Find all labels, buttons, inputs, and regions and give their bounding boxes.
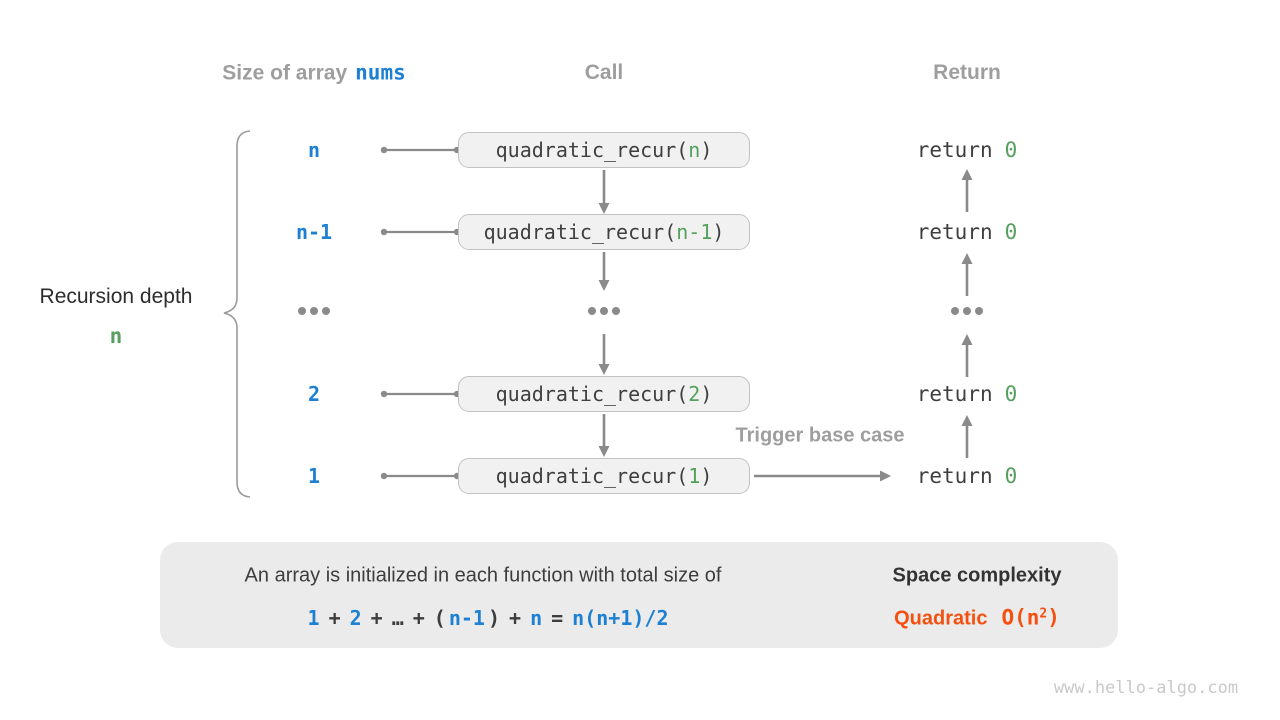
formula-token: n-1 [448,606,485,630]
call-box-1-text: quadratic_recur(1) [495,464,713,488]
recursion-depth-label: Recursion depth [39,285,193,308]
summary-formula: 1 + 2 + … + ( n-1 ) + n = n(n+1)/2 [308,606,669,630]
call-box-n-1-text: quadratic_recur(n-1) [483,220,725,244]
call-box-n-text: quadratic_recur(n) [495,138,713,162]
watermark: www.hello-algo.com [1053,678,1239,698]
size-label-n: n [307,138,321,162]
formula-token: n [530,606,543,630]
header-call-text: Call [584,61,624,84]
formula-token: 1 [307,606,320,630]
call-box-n: quadratic_recur(n) [458,132,750,168]
formula-token: + [370,606,383,630]
row-connector-lines [380,146,461,480]
call-box-2-text: quadratic_recur(2) [495,382,713,406]
formula-token: + [328,606,341,630]
formula-token: = [551,606,564,630]
size-label-n-1: n-1 [295,220,333,244]
space-complexity-value: Quadratic O(n2) [894,606,1060,631]
formula-token: n(n+1)/2 [572,606,669,630]
call-box-1: quadratic_recur(1) [458,458,750,494]
header-return-text: Return [933,61,1001,84]
summary-description: An array is initialized in each function… [244,564,722,587]
header-call: Call [585,61,624,85]
complexity-name: Quadratic [894,607,988,630]
header-size-of-array: Size of array nums [222,61,405,86]
summary-panel [160,542,1118,648]
header-return: Return [933,61,1001,85]
ellipsis-dots-return-column [951,307,983,315]
formula-token: 2 [349,606,362,630]
space-complexity-title: Space complexity [892,564,1062,587]
big-o-notation: O(n2) [1001,605,1060,630]
size-label-1: 1 [307,464,321,488]
formula-token: + [509,606,522,630]
ellipsis-dots-size-column [298,307,330,315]
recursion-depth-brace [223,130,251,498]
call-box-n-1: quadratic_recur(n-1) [458,214,750,250]
call-box-2: quadratic_recur(2) [458,376,750,412]
formula-token: … [391,606,404,630]
formula-token: ( [433,606,446,630]
recursion-depth-value: n [109,324,123,348]
header-nums-code: nums [355,60,406,85]
ellipsis-dots-call-column [588,307,620,315]
size-label-2: 2 [307,382,321,406]
formula-token: ) [487,606,501,630]
header-size-of-array-text: Size of array [222,61,348,85]
trigger-base-case-label: Trigger base case [735,424,905,447]
formula-token: + [412,606,425,630]
